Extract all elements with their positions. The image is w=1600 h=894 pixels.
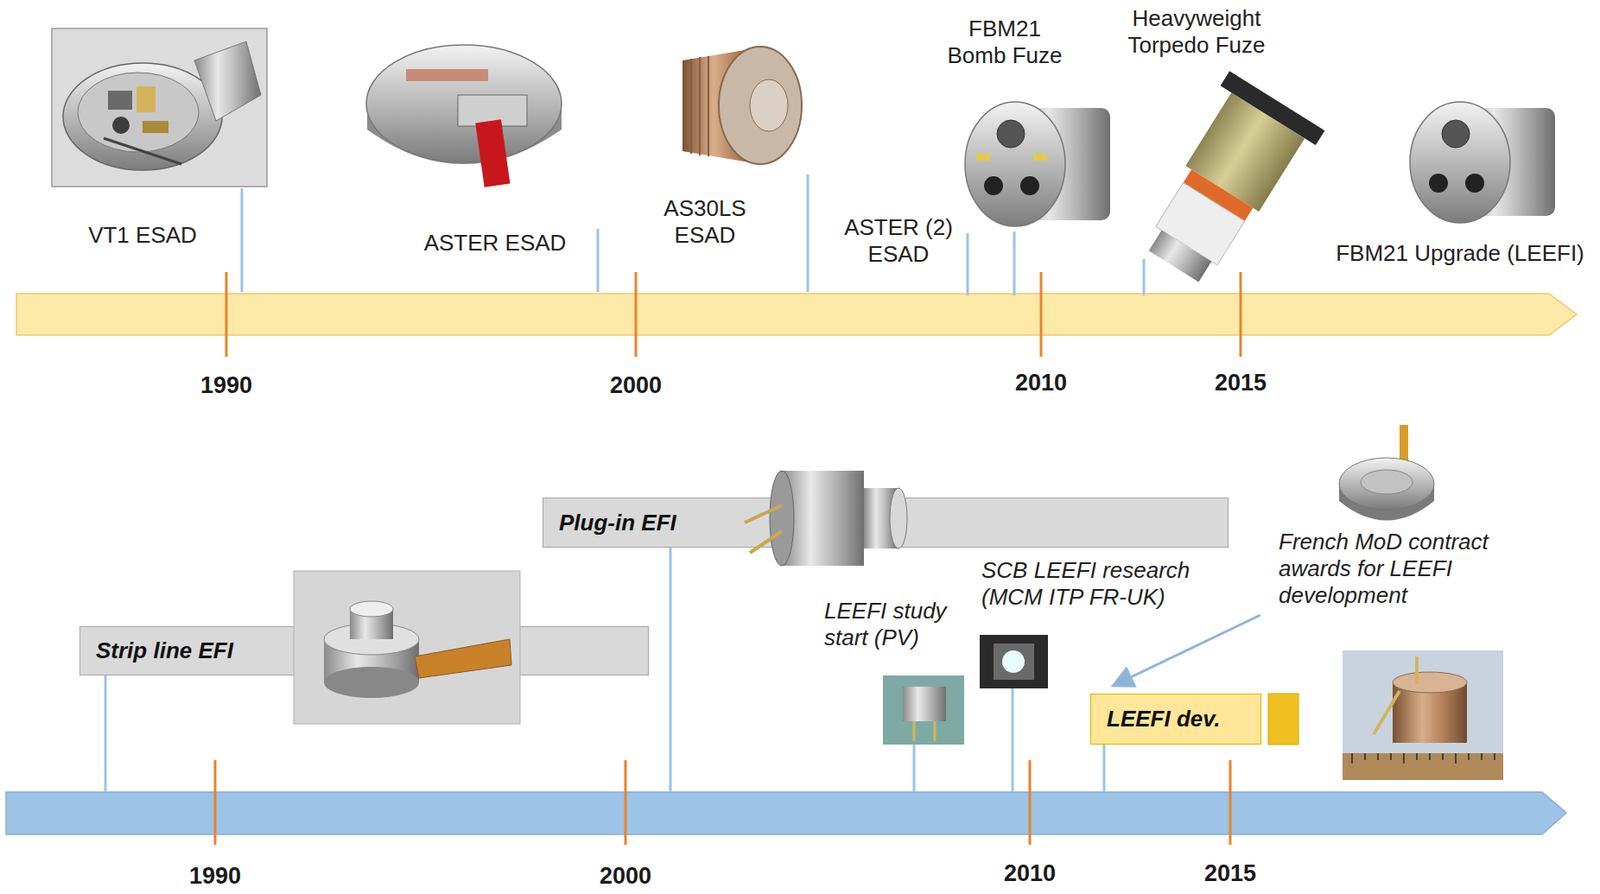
event-label: ASTER ESAD (424, 229, 567, 257)
year-label: 2000 (609, 372, 662, 399)
band-title: Plug-in EFI (558, 509, 677, 537)
era-band: Plug-in EFI (542, 497, 1229, 548)
event-label: VT1 ESAD (88, 222, 197, 249)
year-label: 2010 (1015, 369, 1067, 396)
event-label: FBM21 Upgrade (LEEFI) (1335, 240, 1585, 267)
year-label: 1990 (200, 372, 253, 399)
era-band: Strip line EFI (79, 626, 649, 676)
band-title: LEEFI dev. (1106, 705, 1221, 733)
event-label: AS30LS ESAD (656, 195, 754, 249)
year-label: 2015 (1204, 860, 1257, 887)
milestone-note: SCB LEEFI research (MCM ITP FR-UK) (981, 557, 1208, 611)
milestone-note: French MoD contract awards for LEEFI dev… (1278, 528, 1531, 610)
milestone-note: LEEFI study start (PV) (824, 597, 967, 652)
year-label: 1990 (189, 863, 242, 889)
year-label: 2010 (1003, 860, 1056, 887)
vt1-esad-photo (51, 28, 267, 187)
fbm21-fuze-photo (965, 101, 1111, 227)
event-label: Heavyweight Torpedo Fuze (1120, 5, 1273, 59)
event-label: FBM21 Bomb Fuze (943, 15, 1067, 70)
leefi-study-photo (882, 675, 965, 745)
event-label: ASTER (2) ESAD (838, 214, 959, 268)
leefi-detonator-photo (1342, 650, 1504, 781)
torpedo-fuze-photo (1125, 70, 1325, 297)
fbm21-upgrade-photo (1409, 101, 1556, 223)
scb-chip-photo (979, 634, 1048, 689)
as30ls-esad-photo (682, 46, 802, 165)
year-label: 2000 (599, 863, 652, 889)
leefi-disk-photo (1339, 425, 1435, 521)
development-box: LEEFI dev. (1090, 693, 1262, 745)
aster-esad-photo (366, 44, 562, 188)
band-title: Strip line EFI (95, 637, 234, 665)
year-label: 2015 (1214, 369, 1267, 396)
